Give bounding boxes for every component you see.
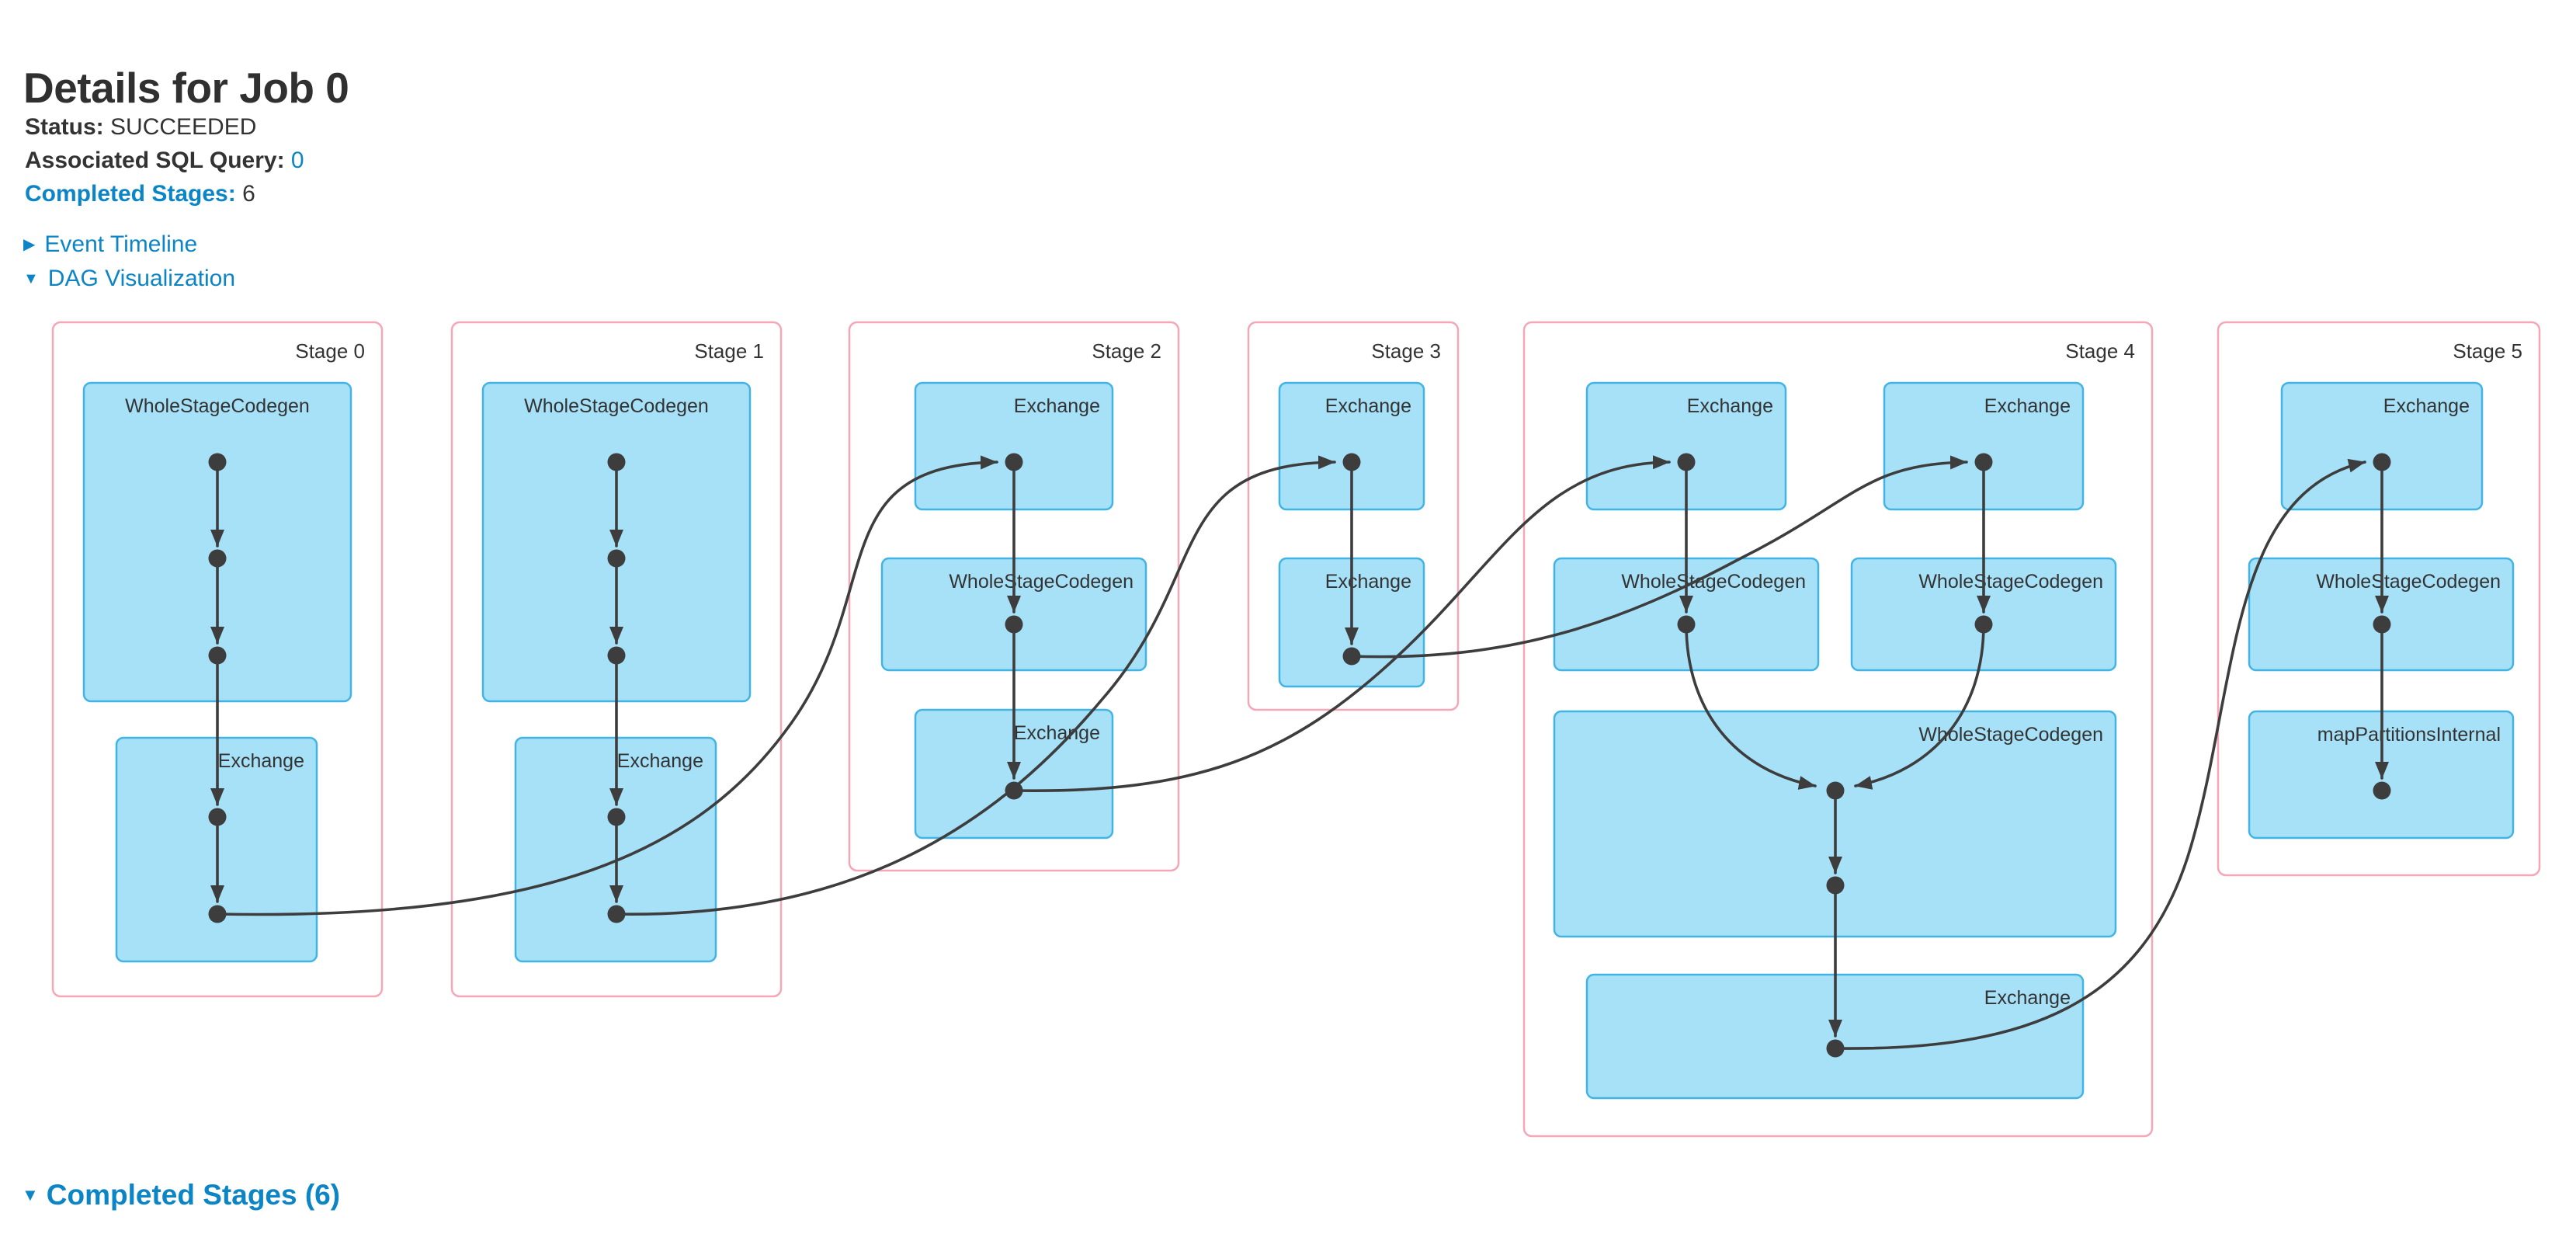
rdd-dot-s4-n[interactable]	[1826, 876, 1845, 895]
operator-label: Exchange	[2383, 395, 2470, 417]
dag-visualization-label: DAG Visualization	[47, 266, 236, 291]
rdd-dot-s0-2[interactable]	[208, 549, 227, 568]
rdd-dot-s1-2[interactable]	[607, 549, 626, 568]
expanded-arrow-icon: ▼	[23, 270, 39, 287]
operator-label: WholeStageCodegen	[1621, 571, 1806, 593]
operator-label: WholeStageCodegen	[1918, 571, 2103, 593]
event-timeline-label: Event Timeline	[44, 231, 198, 257]
operator-label: Exchange	[1014, 395, 1100, 417]
operator-label: Exchange	[1325, 571, 1411, 593]
rdd-dot-s2-2[interactable]	[1005, 615, 1023, 634]
rdd-dot-s4-o[interactable]	[1826, 1039, 1845, 1058]
status-value: SUCCEEDED	[110, 114, 257, 140]
rdd-dot-s4-r1[interactable]	[1974, 453, 1993, 471]
operator-label: WholeStageCodegen	[2316, 571, 2501, 593]
rdd-dot-s0-5[interactable]	[208, 905, 227, 923]
operator-label: WholeStageCodegen	[524, 395, 709, 417]
stage-label: Stage 4	[2065, 339, 2135, 363]
rdd-dot-s1-4[interactable]	[607, 808, 626, 826]
event-timeline-toggle[interactable]: ▶ Event Timeline	[23, 231, 197, 258]
completed-stages-line: Completed Stages: 6	[25, 180, 255, 208]
rdd-dot-s2-3[interactable]	[1005, 781, 1023, 800]
stage-label: Stage 0	[295, 339, 365, 363]
operator-label: Exchange	[617, 750, 703, 772]
operator-label: mapPartitionsInternal	[2317, 724, 2501, 746]
operator-label: WholeStageCodegen	[949, 571, 1134, 593]
status-line: Status: SUCCEEDED	[25, 113, 256, 141]
stage-label: Stage 2	[1092, 339, 1161, 363]
stage-label: Stage 3	[1371, 339, 1441, 363]
stage-label: Stage 5	[2453, 339, 2522, 363]
rdd-dot-s1-1[interactable]	[607, 453, 626, 471]
expanded-arrow-icon: ▼	[22, 1185, 39, 1204]
rdd-dot-s4-m[interactable]	[1826, 781, 1845, 800]
dag-edge-s1-5-to-s3-1	[615, 455, 1336, 916]
rdd-dot-s4-l1[interactable]	[1677, 453, 1696, 471]
operator-label: Exchange	[1984, 395, 2071, 417]
operator-label: Exchange	[1014, 722, 1100, 744]
rdd-dot-s2-1[interactable]	[1005, 453, 1023, 471]
sql-query-line: Associated SQL Query: 0	[25, 147, 304, 175]
rdd-dot-s0-1[interactable]	[208, 453, 227, 471]
operator-label: WholeStageCodegen	[125, 395, 310, 417]
dag-edge-s4-l2-to-s4-m	[1685, 623, 1817, 790]
rdd-dot-s5-2[interactable]	[2373, 615, 2391, 634]
operator-label: WholeStageCodegen	[1918, 724, 2103, 746]
operator-label: Exchange	[218, 750, 304, 772]
rdd-dot-s1-3[interactable]	[607, 646, 626, 665]
operator-label: Exchange	[1984, 987, 2071, 1009]
rdd-dot-s5-3[interactable]	[2373, 781, 2391, 800]
sql-query-link[interactable]: 0	[290, 148, 304, 173]
page-title: Details for Job 0	[23, 63, 349, 112]
dag-edge-s0-5-to-s2-1	[216, 455, 998, 916]
status-label: Status:	[25, 114, 104, 140]
completed-stages-label-link[interactable]: Completed Stages:	[25, 181, 236, 207]
operator-label: Exchange	[1325, 395, 1411, 417]
completed-stages-header-label: Completed Stages (6)	[46, 1179, 341, 1211]
rdd-dot-s5-1[interactable]	[2373, 453, 2391, 471]
rdd-dot-s4-r2[interactable]	[1974, 615, 1993, 634]
collapsed-arrow-icon: ▶	[23, 236, 36, 253]
rdd-dot-s1-5[interactable]	[607, 905, 626, 923]
dag-visualization-toggle[interactable]: ▼ DAG Visualization	[23, 266, 235, 292]
rdd-dot-s0-3[interactable]	[208, 646, 227, 665]
rdd-dot-s3-1[interactable]	[1342, 453, 1361, 471]
dag-edge-s4-r2-to-s4-m	[1854, 623, 1985, 790]
operator-label: Exchange	[1687, 395, 1773, 417]
stage-label: Stage 1	[694, 339, 764, 363]
dag-edge-s4-o-to-s5-1	[1834, 458, 2366, 1050]
rdd-dot-s0-4[interactable]	[208, 808, 227, 826]
rdd-dot-s4-l2[interactable]	[1677, 615, 1696, 634]
completed-stages-section-header[interactable]: ▼ Completed Stages (6)	[22, 1179, 340, 1211]
rdd-dot-s3-2[interactable]	[1342, 647, 1361, 666]
sql-query-label: Associated SQL Query:	[25, 148, 285, 173]
completed-stages-count: 6	[242, 181, 255, 207]
dag-edge-s3-2-to-s4-r1	[1350, 455, 1968, 659]
